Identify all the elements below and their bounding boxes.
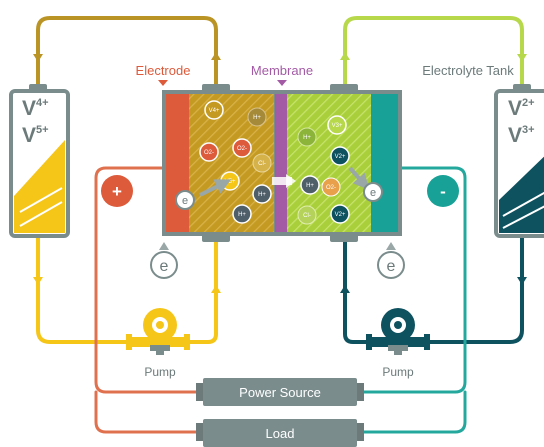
svg-text:O2-: O2- bbox=[237, 146, 247, 152]
proton-migration-arrow bbox=[272, 174, 296, 188]
svg-text:O2-: O2- bbox=[204, 150, 214, 156]
species-v2: V2+ bbox=[330, 146, 350, 166]
svg-text:V2+: V2+ bbox=[508, 97, 535, 120]
species-cl: Cl- bbox=[297, 205, 317, 225]
membrane-label: Membrane bbox=[251, 63, 313, 78]
electron-right: e bbox=[363, 182, 383, 202]
species-v5: V5+ bbox=[220, 171, 240, 191]
membrane-pointer bbox=[277, 80, 287, 86]
electron-flow-arrow-right bbox=[348, 166, 370, 191]
negative-electrode bbox=[371, 94, 398, 232]
svg-text:H+: H+ bbox=[303, 135, 311, 141]
electron-flow-indicator-left: e bbox=[150, 242, 178, 279]
battery-cell bbox=[162, 84, 402, 242]
svg-text:V3+: V3+ bbox=[508, 124, 535, 147]
svg-text:V2+: V2+ bbox=[335, 154, 346, 160]
load-label: Load bbox=[266, 426, 295, 441]
right-electrolyte-loop bbox=[340, 16, 527, 344]
svg-text:e: e bbox=[387, 258, 396, 275]
left-electrolyte-loop bbox=[33, 16, 221, 344]
negative-terminal: - bbox=[427, 175, 459, 207]
species-v4: V4+ bbox=[204, 100, 224, 120]
species-v2: V2+ bbox=[330, 204, 350, 224]
svg-text:V3+: V3+ bbox=[332, 123, 343, 129]
species-h: H+ bbox=[232, 204, 252, 224]
svg-text:-: - bbox=[440, 182, 446, 201]
left-electrolyte-tank: V4+ V5+ bbox=[9, 84, 70, 238]
svg-text:V5+: V5+ bbox=[225, 179, 236, 185]
svg-text:Cl-: Cl- bbox=[303, 213, 311, 219]
positive-terminal: + bbox=[101, 175, 133, 207]
svg-text:H+: H+ bbox=[306, 183, 314, 189]
right-tank-ion-2: V bbox=[508, 124, 522, 147]
svg-text:V4+: V4+ bbox=[209, 108, 220, 114]
electrode-label: Electrode bbox=[136, 63, 191, 78]
pump-right bbox=[366, 308, 430, 355]
svg-text:V2+: V2+ bbox=[335, 212, 346, 218]
species-cl: Cl- bbox=[252, 153, 272, 173]
pump-left-label: Pump bbox=[144, 365, 176, 379]
pump-right-label: Pump bbox=[382, 365, 414, 379]
external-circuit-wires bbox=[94, 166, 467, 434]
left-species: V4+ H+ O2- O2- Cl- V5+ H+ H+ bbox=[199, 100, 272, 224]
svg-text:e: e bbox=[160, 258, 169, 275]
positive-electrode bbox=[166, 94, 189, 232]
left-tank-ion-1: V bbox=[22, 97, 36, 120]
svg-text:e: e bbox=[370, 187, 376, 199]
svg-text:+: + bbox=[112, 182, 122, 201]
species-o2: O2- bbox=[321, 177, 341, 197]
svg-text:Cl-: Cl- bbox=[258, 161, 266, 167]
species-o2: O2- bbox=[199, 142, 219, 162]
svg-text:O2-: O2- bbox=[326, 185, 336, 191]
svg-text:V5+: V5+ bbox=[22, 124, 49, 147]
right-electrolyte-tank: V2+ V3+ bbox=[494, 84, 544, 238]
electron-flow-arrow-left bbox=[199, 179, 232, 197]
electrode-pointer bbox=[158, 80, 168, 86]
species-v3: V3+ bbox=[327, 115, 347, 135]
right-species: H+ V3+ V2+ H+ O2- Cl- V2+ bbox=[297, 115, 350, 225]
svg-text:H+: H+ bbox=[253, 115, 261, 121]
svg-text:e: e bbox=[182, 195, 188, 207]
right-tank-ion-1: V bbox=[508, 97, 522, 120]
species-h: H+ bbox=[247, 107, 267, 127]
left-tank-ion-2: V bbox=[22, 124, 36, 147]
load-box: Load bbox=[196, 419, 364, 447]
species-h: H+ bbox=[300, 175, 320, 195]
pump-left bbox=[126, 308, 190, 355]
electrolyte-tank-label: Electrolyte Tank bbox=[422, 63, 514, 78]
svg-text:V4+: V4+ bbox=[22, 97, 49, 120]
electron-left: e bbox=[175, 190, 195, 210]
electron-flow-indicator-right: e bbox=[377, 242, 405, 279]
svg-text:H+: H+ bbox=[238, 212, 246, 218]
power-source-box: Power Source bbox=[196, 378, 364, 406]
species-o2: O2- bbox=[232, 138, 252, 158]
svg-text:H+: H+ bbox=[258, 192, 266, 198]
species-h: H+ bbox=[252, 184, 272, 204]
species-h: H+ bbox=[297, 127, 317, 147]
power-source-label: Power Source bbox=[239, 385, 321, 400]
membrane bbox=[275, 94, 287, 232]
